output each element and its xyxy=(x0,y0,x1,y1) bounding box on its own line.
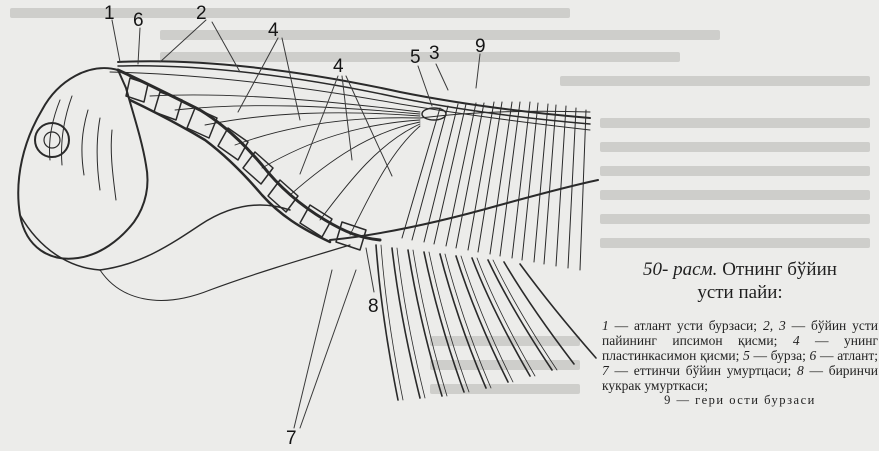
label-1: 1 xyxy=(104,3,115,24)
label-2: 2 xyxy=(196,3,207,24)
label-4-top: 4 xyxy=(268,20,279,41)
leader-1 xyxy=(112,20,120,62)
legend-text: 1 — атлант усти бурзаси; 2, 3 — бўйин ус… xyxy=(602,318,878,407)
label-6: 6 xyxy=(133,10,144,31)
caption-title-line2: усти пайи: xyxy=(697,282,782,303)
leader-9 xyxy=(476,54,480,88)
leader-7 xyxy=(294,270,332,428)
label-8: 8 xyxy=(368,296,379,317)
leader-6 xyxy=(138,28,140,64)
legend-num: 5 xyxy=(743,348,750,363)
leader-3 xyxy=(436,64,448,90)
legend-tail: 9 — гери ости бурзаси xyxy=(602,393,878,407)
legend-num: 1 xyxy=(602,318,609,333)
label-7: 7 xyxy=(286,428,297,449)
caption-title: 50- расм. Отнинг бўйин усти пайи: xyxy=(602,258,878,304)
legend-item: атлант; xyxy=(837,348,878,363)
legend-item: еттинчи бўйин умуртцаси; xyxy=(634,363,792,378)
legend-item: атлант усти бурзаси; xyxy=(634,318,757,333)
leader-8 xyxy=(366,248,374,292)
legend-num: 8 xyxy=(797,363,804,378)
legend-num: 2, 3 xyxy=(763,318,786,333)
leader-2a xyxy=(160,20,206,62)
figure-caption: 50- расм. Отнинг бўйин усти пайи: 1 — ат… xyxy=(602,258,878,407)
leader-7b xyxy=(300,270,356,428)
label-3: 3 xyxy=(429,43,440,64)
neck-ligament-illustration: 1 6 2 4 4 5 3 9 8 7 xyxy=(0,0,600,451)
legend-num: 7 xyxy=(602,363,609,378)
label-9: 9 xyxy=(475,36,486,57)
legend-num: 4 xyxy=(793,333,800,348)
legend-item: бурза; xyxy=(771,348,806,363)
label-5: 5 xyxy=(410,47,421,68)
caption-title-line1: Отнинг бўйин xyxy=(722,259,837,280)
leader-5 xyxy=(418,66,432,106)
label-4-mid: 4 xyxy=(333,56,344,77)
figure-label: 50- расм. xyxy=(643,259,717,280)
legend-num: 6 xyxy=(810,348,817,363)
